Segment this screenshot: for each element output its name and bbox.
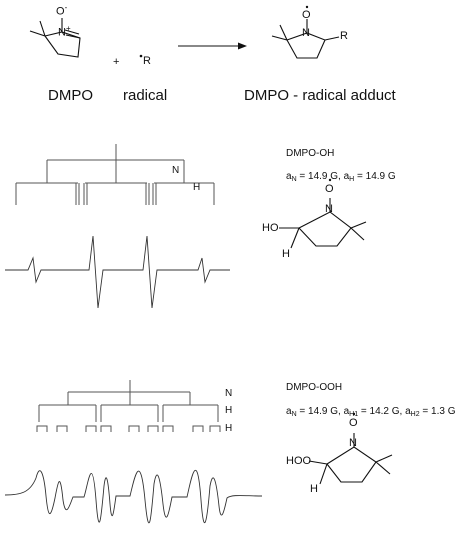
reaction-arrow xyxy=(178,42,247,50)
adduct-structure xyxy=(271,19,340,59)
oh-ho-group: HO xyxy=(262,222,279,234)
ooh-n-atom: N xyxy=(349,437,357,449)
oh-tree-label-n: N xyxy=(172,165,180,176)
label-radical: radical xyxy=(123,87,168,104)
ooh-structure xyxy=(308,433,393,485)
ooh-h-atom: H xyxy=(310,483,318,495)
oh-coupling-constants: aN = 14.9 G, aH = 14.9 G xyxy=(286,171,396,184)
ooh-hoo-group: HOO xyxy=(286,455,312,467)
adduct-r-substituent: R xyxy=(340,30,348,42)
oh-tree-label-h: H xyxy=(193,182,201,193)
adduct-n-atom: N xyxy=(302,27,310,39)
oh-adduct-name: DMPO-OH xyxy=(286,148,335,159)
radical-r-symbol: R xyxy=(143,55,151,67)
ooh-tree-label-h2: H xyxy=(225,423,233,434)
ooh-adduct-name: DMPO-OOH xyxy=(286,382,343,393)
oh-o-dot xyxy=(328,178,332,182)
ooh-tree-label-h1: H xyxy=(225,405,233,416)
oh-epr-spectrum xyxy=(5,235,230,309)
adduct-o-dot xyxy=(305,5,309,9)
dmpo-o-atom: O- xyxy=(56,3,68,18)
ooh-tree-label-n: N xyxy=(225,388,233,399)
oh-o-atom: O xyxy=(325,183,334,195)
ooh-coupling-constants: aN = 14.9 G, aH1 = 14.2 G, aH2 = 1.3 G xyxy=(286,406,456,419)
dmpo-structure xyxy=(29,18,81,58)
label-dmpo: DMPO xyxy=(48,87,93,104)
plus-sign: + xyxy=(113,56,120,68)
ooh-o-atom: O xyxy=(349,417,358,429)
radical-dot xyxy=(139,54,143,58)
ooh-o-dot xyxy=(352,412,356,416)
ooh-epr-spectrum xyxy=(4,470,263,524)
adduct-o-atom: O xyxy=(302,9,311,21)
label-adduct: DMPO - radical adduct xyxy=(244,87,396,104)
dmpo-n-atom: N+ xyxy=(58,24,71,39)
ooh-splitting-tree xyxy=(38,380,219,422)
oh-structure xyxy=(279,198,367,249)
oh-h-atom: H xyxy=(282,248,290,260)
oh-splitting-tree xyxy=(15,144,215,205)
ooh-splitting-tree-leaves xyxy=(36,425,221,432)
oh-n-atom: N xyxy=(325,203,333,215)
